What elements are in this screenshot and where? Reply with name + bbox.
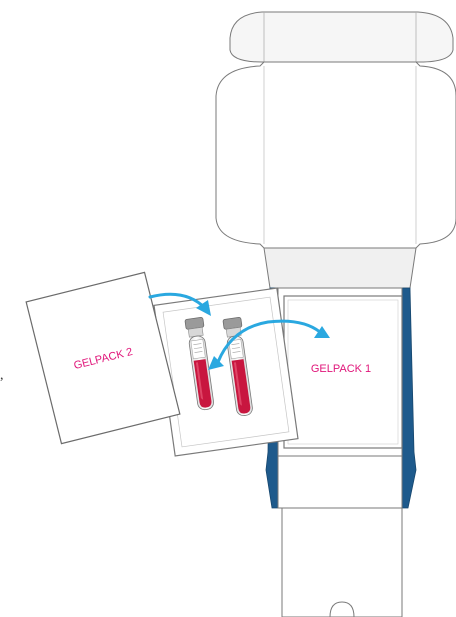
gelpack-1: GELPACK 1 (283, 295, 403, 449)
box-front-flap (281, 507, 403, 617)
arrow-head-left (208, 356, 224, 370)
blood-tube-left (184, 316, 214, 411)
box-thumb-notch (329, 601, 355, 617)
box-lid-panel (215, 61, 456, 249)
box-front-wall (277, 455, 403, 509)
blood-tube-right (222, 316, 253, 417)
specimen-bag (153, 287, 299, 457)
arrow-head-right (314, 326, 330, 338)
box-right-side-wall (401, 287, 417, 509)
arrow-swap-bag-gelpack1 (208, 319, 330, 370)
box-top-tuck-flap (229, 11, 454, 63)
gelpack-2: GELPACK 2 (25, 271, 181, 445)
gelpack-1-label: GELPACK 1 (311, 363, 371, 375)
box-back-wall (263, 247, 417, 289)
arrow-head (196, 300, 211, 316)
arrow-gelpack2-to-bag (148, 292, 211, 316)
edge-text-fragment: , (0, 368, 4, 383)
